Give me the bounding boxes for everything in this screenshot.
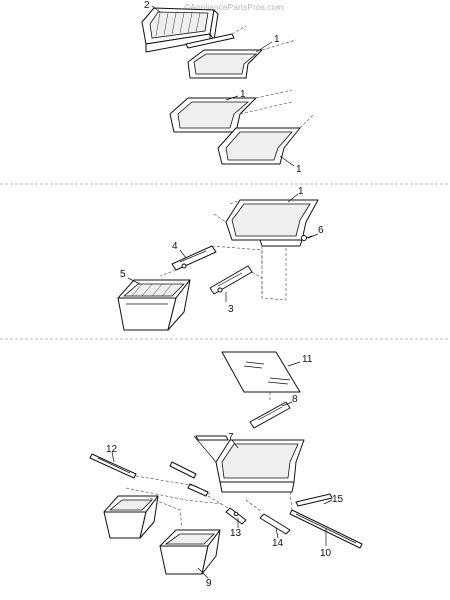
callout-3-rail: 3: [228, 304, 234, 315]
assembly-guide: [245, 499, 263, 513]
callout-2-drawer: 2: [144, 0, 150, 11]
assembly-guide: [251, 271, 263, 294]
leader-line: [225, 95, 239, 101]
screw-part-6: [301, 235, 313, 241]
callout-1-shelf: 1: [240, 89, 246, 100]
callout-7-frame: 7: [228, 432, 234, 443]
callout-9-drawer: 9: [206, 578, 212, 589]
leader-line: [279, 155, 295, 167]
assembly-guide: [289, 491, 293, 511]
drawer-part-9-upper: [103, 495, 159, 539]
rail-part-3: [209, 265, 253, 295]
assembly-guide: [207, 495, 229, 509]
leader-line: [255, 41, 273, 53]
leader-line: [275, 527, 279, 539]
callout-1-shelf: 1: [296, 164, 302, 175]
callout-8-support: 8: [292, 394, 298, 405]
callout-13-slide: 13: [230, 528, 242, 539]
shelf-part-1-c: [217, 113, 315, 165]
drawer-part-9-lower: [159, 529, 221, 575]
shelf-part-1-a: [187, 39, 297, 79]
leader-line: [287, 361, 301, 367]
assembly-guide: [149, 497, 183, 529]
assembly-guide: [159, 269, 177, 277]
callout-14-track: 14: [272, 538, 284, 549]
drawer-part-5: [117, 279, 191, 331]
track-part-14: [259, 513, 291, 535]
callout-6-screw: 6: [318, 225, 324, 236]
callout-10-long-rail: 10: [320, 548, 332, 559]
shelf-part-1-upper-crisper: [213, 199, 319, 247]
assembly-guide: [261, 246, 287, 301]
leader-line: [111, 451, 115, 463]
leader-line: [281, 401, 293, 407]
callout-1-shelf: 1: [298, 186, 304, 197]
callout-12-rail: 12: [106, 444, 118, 455]
slide-piece: [169, 461, 209, 497]
callout-11-glass: 11: [302, 354, 313, 365]
rail-part-12: [89, 453, 137, 479]
leader-line: [307, 233, 319, 239]
watermark-text: ©AppliancePartsPros.com: [184, 2, 283, 12]
callout-4-rail: 4: [172, 241, 178, 252]
shelf-frame-part-7: [193, 435, 305, 493]
rail-part-4: [171, 245, 217, 271]
assembly-guide: [211, 245, 263, 266]
shelf-part-1-b: [169, 89, 293, 133]
leader-line: [127, 277, 141, 285]
crisper-drawer-part-2: [141, 7, 219, 53]
leader-line: [151, 5, 161, 13]
assembly-guide: [135, 475, 211, 495]
callout-1-shelf: 1: [274, 34, 280, 45]
leader-line: [197, 567, 209, 579]
callout-15-rail: 15: [332, 494, 344, 505]
drawer-slide-rail: [185, 25, 247, 49]
rail-part-15: [295, 493, 333, 507]
glass-shelf-part-11: [221, 351, 301, 393]
leader-line: [323, 499, 333, 505]
leader-line: [179, 249, 187, 259]
leader-line: [287, 193, 299, 203]
slide-part-13: [225, 507, 247, 525]
callout-5-drawer: 5: [120, 269, 126, 280]
assembly-guide: [125, 487, 223, 505]
leader-line: [231, 439, 239, 449]
support-part-8: [249, 401, 291, 429]
